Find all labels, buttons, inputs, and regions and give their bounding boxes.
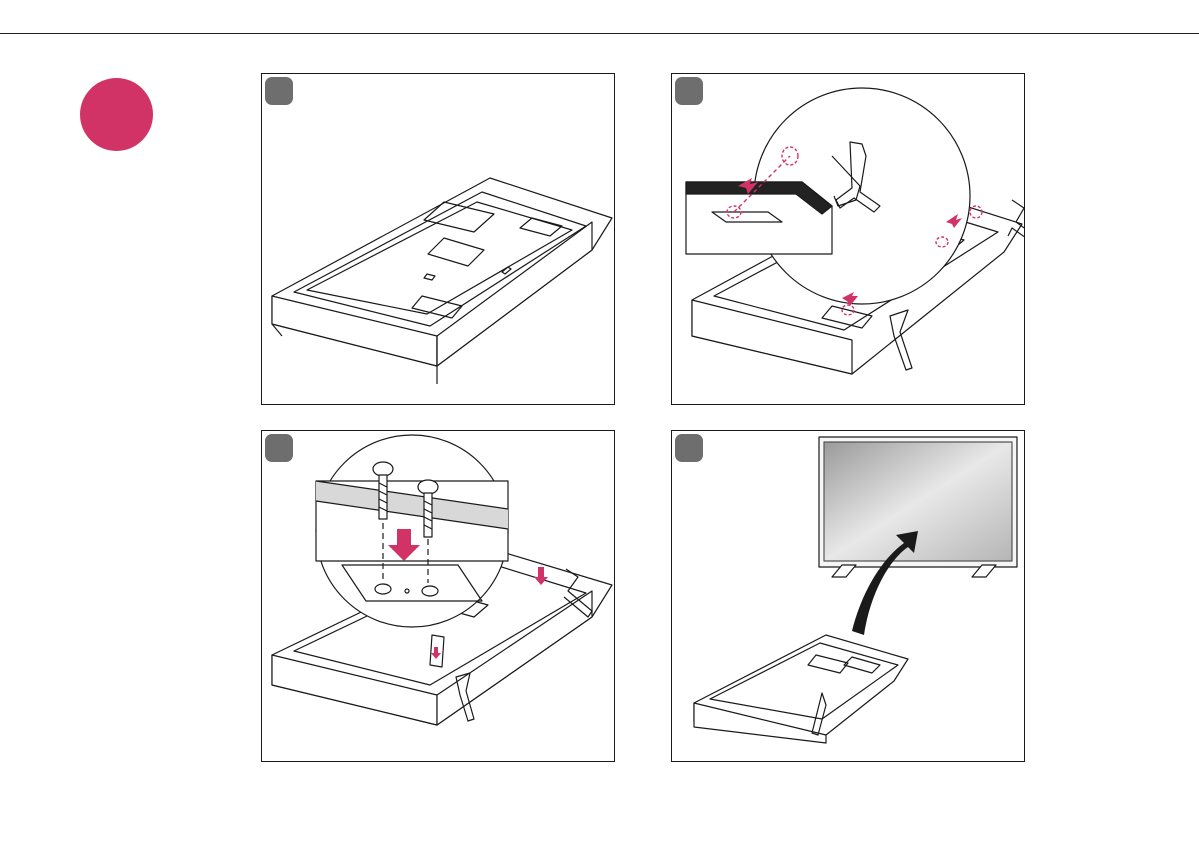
top-rule — [0, 33, 1199, 34]
tv-facedown-illustration — [262, 74, 615, 405]
step-panel-3 — [261, 430, 615, 762]
step-badge-4 — [675, 434, 703, 462]
stand-screws-illustration — [262, 431, 615, 762]
step-badge-3 — [265, 434, 293, 462]
step-panel-1 — [261, 73, 615, 405]
step-panel-4 — [671, 430, 1025, 762]
step-panel-2 — [671, 73, 1025, 405]
step-badge-2 — [675, 77, 703, 105]
tv-upright-illustration — [672, 431, 1025, 762]
stand-insertion-illustration — [672, 74, 1025, 405]
section-badge — [80, 78, 153, 151]
step-badge-1 — [265, 77, 293, 105]
